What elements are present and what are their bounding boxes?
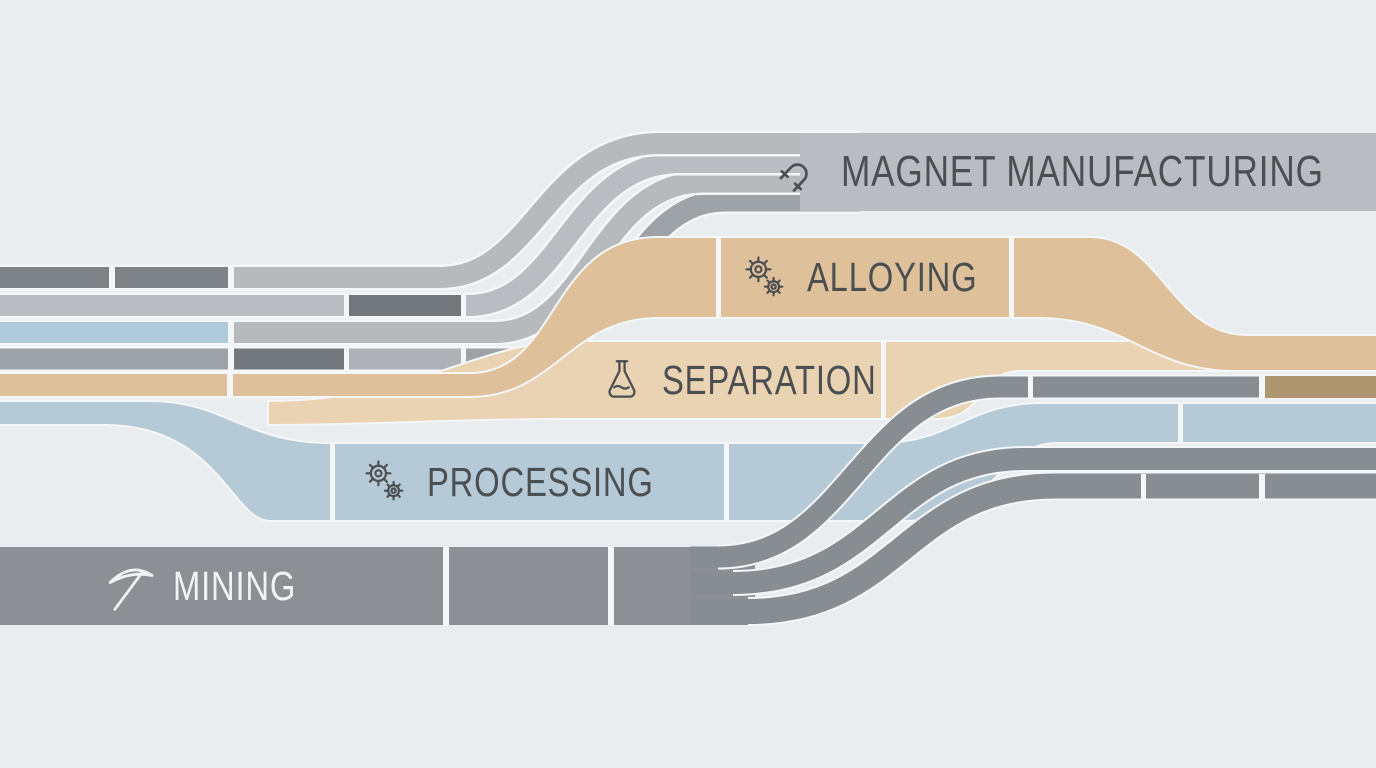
flask-icon [597,355,647,405]
processing-band [0,400,1376,522]
stage-label-mining: MINING [102,547,327,625]
stage-label-magnet-manufacturing: MAGNET MANUFACTURING [772,133,1376,211]
mining-band [0,374,1376,626]
right-row-segments [1028,375,1376,499]
stage-label-separation: SEPARATION [597,341,930,419]
stage-label-text: ALLOYING [807,254,978,300]
stage-dividers [330,238,1014,626]
left-feeder-segments [0,265,466,371]
gears-icon [740,252,792,304]
pickaxe-icon [102,558,158,614]
stage-label-text: MINING [173,562,297,609]
magnet-icon [772,145,826,199]
stage-label-text: PROCESSING [427,458,654,505]
alloying-band [0,236,1376,399]
stage-label-text: SEPARATION [662,356,877,403]
stage-label-text: MAGNET MANUFACTURING [841,147,1324,196]
stage-label-alloying: ALLOYING [740,237,1020,318]
gears-icon [360,456,412,508]
stage-label-processing: PROCESSING [360,443,710,521]
